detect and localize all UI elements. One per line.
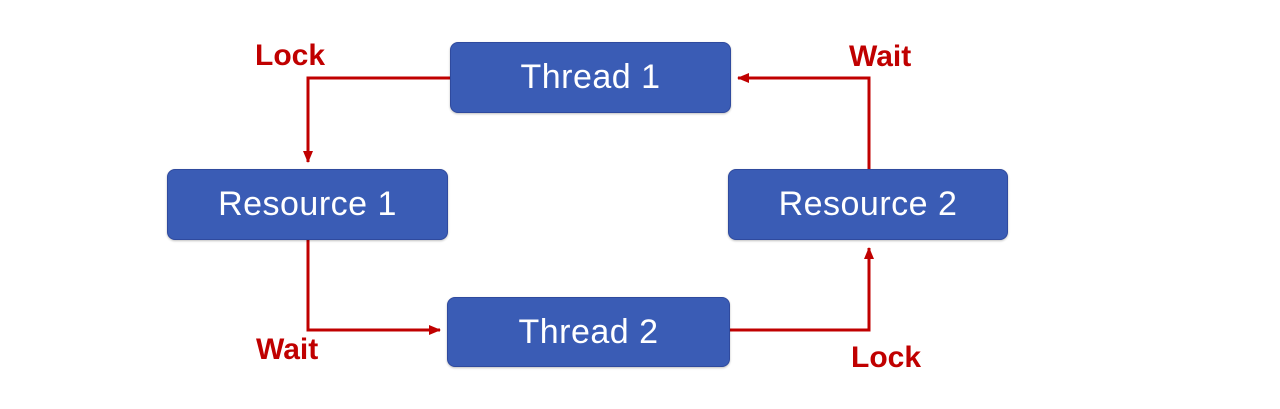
edge-lock-thread2-to-resource2 (730, 247, 874, 332)
node-thread2-label: Thread 2 (518, 312, 659, 351)
node-resource2-label: Resource 2 (778, 185, 958, 223)
edge-label-wait-top-right: Wait (849, 40, 912, 73)
edge-label-lock-top-left: Lock (255, 39, 326, 72)
edge-wait-resource2-to-thread1 (737, 73, 871, 169)
edge-wait-resource1-to-thread2 (306, 240, 441, 335)
node-resource1-label: Resource 1 (218, 185, 397, 223)
edge-label-lock-bottom-right: Lock (851, 341, 922, 374)
node-resource1: Resource 1 (167, 169, 448, 240)
node-thread1-label: Thread 1 (520, 58, 661, 96)
node-thread2: Thread 2 (447, 297, 730, 367)
node-thread1: Thread 1 (450, 42, 731, 113)
edge-label-wait-bottom-left: Wait (256, 333, 319, 366)
node-resource2: Resource 2 (728, 169, 1008, 240)
edge-lock-thread1-to-resource1 (303, 76, 450, 163)
